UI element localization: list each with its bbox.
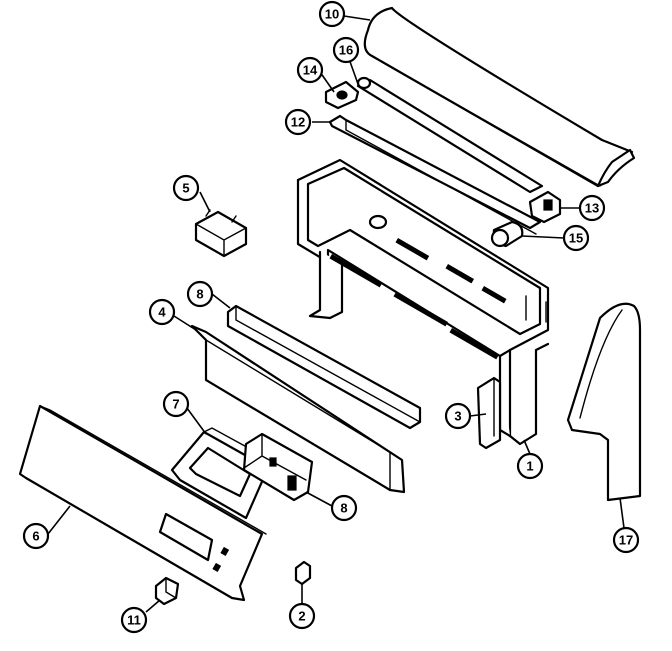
callout-3: 3 [444,402,472,430]
callout-14: 14 [296,56,324,84]
callout-17-label: 17 [619,533,633,548]
callout-5-label: 5 [182,181,189,196]
callout-5: 5 [172,174,200,202]
callout-8-lower-label: 8 [340,501,347,516]
part-relay [194,209,248,258]
callout-17: 17 [612,526,640,554]
part-end-cap [566,302,642,502]
part-display-bezel [170,427,276,520]
part-backsplash-panel [190,324,406,494]
callout-11-label: 11 [127,613,141,628]
part-clip [294,560,312,586]
part-control-panel [18,404,267,602]
part-switch [154,576,180,606]
callout-12-label: 12 [291,115,305,130]
callout-11: 11 [120,606,148,634]
callout-15-label: 15 [569,231,583,246]
callout-8-lower: 8 [330,494,358,522]
part-end-bracket-right [528,190,562,224]
callout-7-label: 7 [172,397,179,412]
callout-13-label: 13 [585,201,599,216]
part-channel-strip [328,114,542,235]
callout-4-label: 4 [158,305,166,320]
callout-7: 7 [162,390,190,418]
callout-1: 1 [516,452,544,480]
part-end-bracket-left [324,80,360,110]
part-top-cover [363,6,636,188]
callout-10: 10 [318,0,346,28]
callout-3-label: 3 [454,409,461,424]
callout-8-upper: 8 [186,280,214,308]
callout-1-label: 1 [526,459,533,474]
callout-8-upper-label: 8 [196,287,203,302]
callout-12: 12 [284,108,312,136]
callout-6: 6 [22,522,50,550]
callout-13: 13 [578,194,606,222]
callout-14-label: 14 [303,63,318,78]
callout-16: 16 [332,36,360,64]
callout-2: 2 [288,602,316,630]
part-tube [490,220,524,248]
callout-15: 15 [562,224,590,252]
callout-10-label: 10 [325,7,339,22]
part-clock-unit [242,432,314,502]
part-control-strip [226,304,422,430]
callout-2-label: 2 [298,609,305,624]
callout-16-label: 16 [339,43,353,58]
callout-4: 4 [148,298,176,326]
part-backguard-frame [296,158,550,446]
callout-6-label: 6 [32,529,39,544]
part-side-bracket [476,376,502,450]
